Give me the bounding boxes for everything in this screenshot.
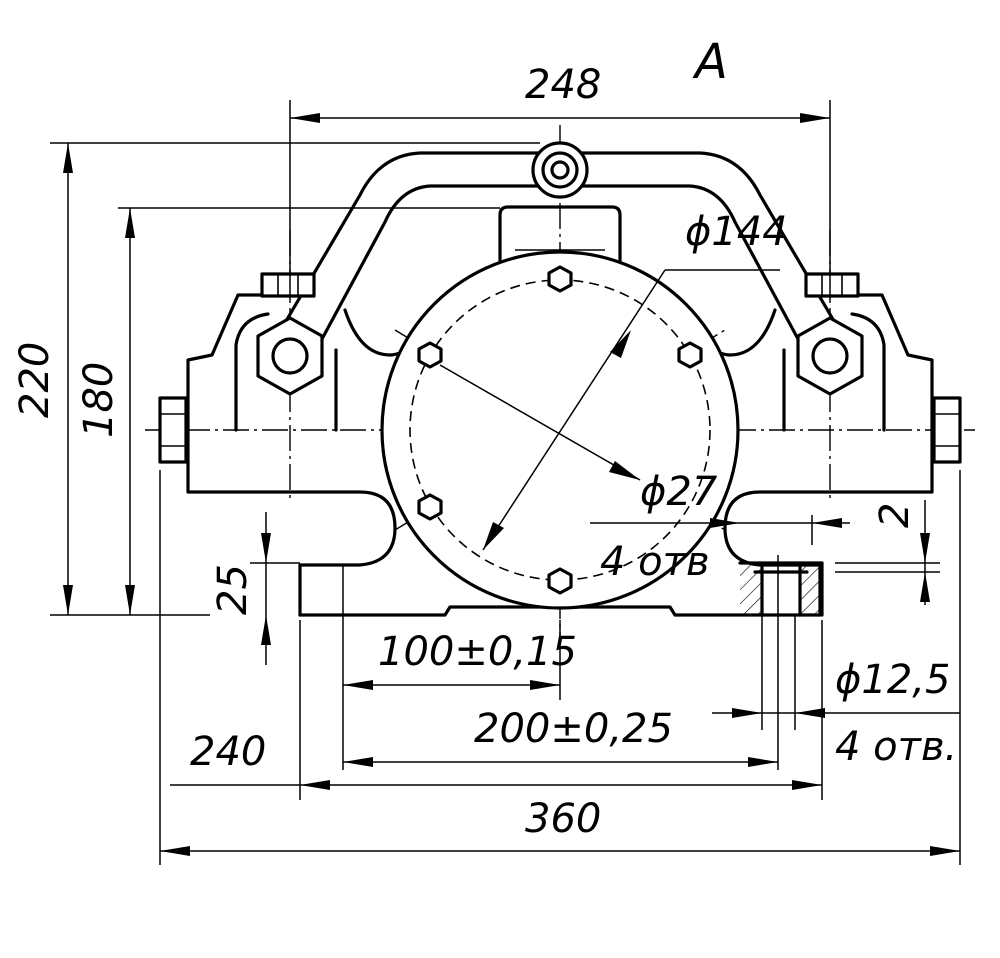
side-fasteners (158, 272, 962, 464)
view-label: A (692, 34, 728, 90)
dim-mount-hole-count: 4 отв. (835, 724, 957, 770)
dim-hole-circle: ϕ144 (685, 209, 788, 255)
dim-mount-hole: ϕ12,5 (835, 657, 950, 703)
dim-half-spacing: 100±0,15 (378, 629, 577, 675)
dim-base-length: 240 (190, 729, 266, 775)
dim-small-hole-count: 4 отв (600, 539, 710, 585)
disc-nuts (417, 265, 703, 595)
dim-base-thickness: 25 (210, 564, 256, 615)
dimension-lines (50, 100, 961, 865)
dim-height-axis: 180 (76, 362, 122, 438)
arrowheads (63, 113, 960, 856)
dim-width-top: 248 (525, 62, 601, 108)
dim-gap: 2 (872, 503, 918, 528)
main-disc (380, 250, 740, 610)
dim-small-hole: ϕ27 (640, 469, 718, 515)
dim-bolt-spacing: 200±0,25 (474, 706, 673, 752)
dim-height-overall: 220 (12, 342, 58, 418)
mount-hole-section (738, 561, 824, 617)
dimension-labels: A 248 220 180 25 ϕ144 ϕ27 4 отв 2 100±0,… (12, 34, 957, 842)
dim-overall-length: 360 (525, 796, 601, 842)
